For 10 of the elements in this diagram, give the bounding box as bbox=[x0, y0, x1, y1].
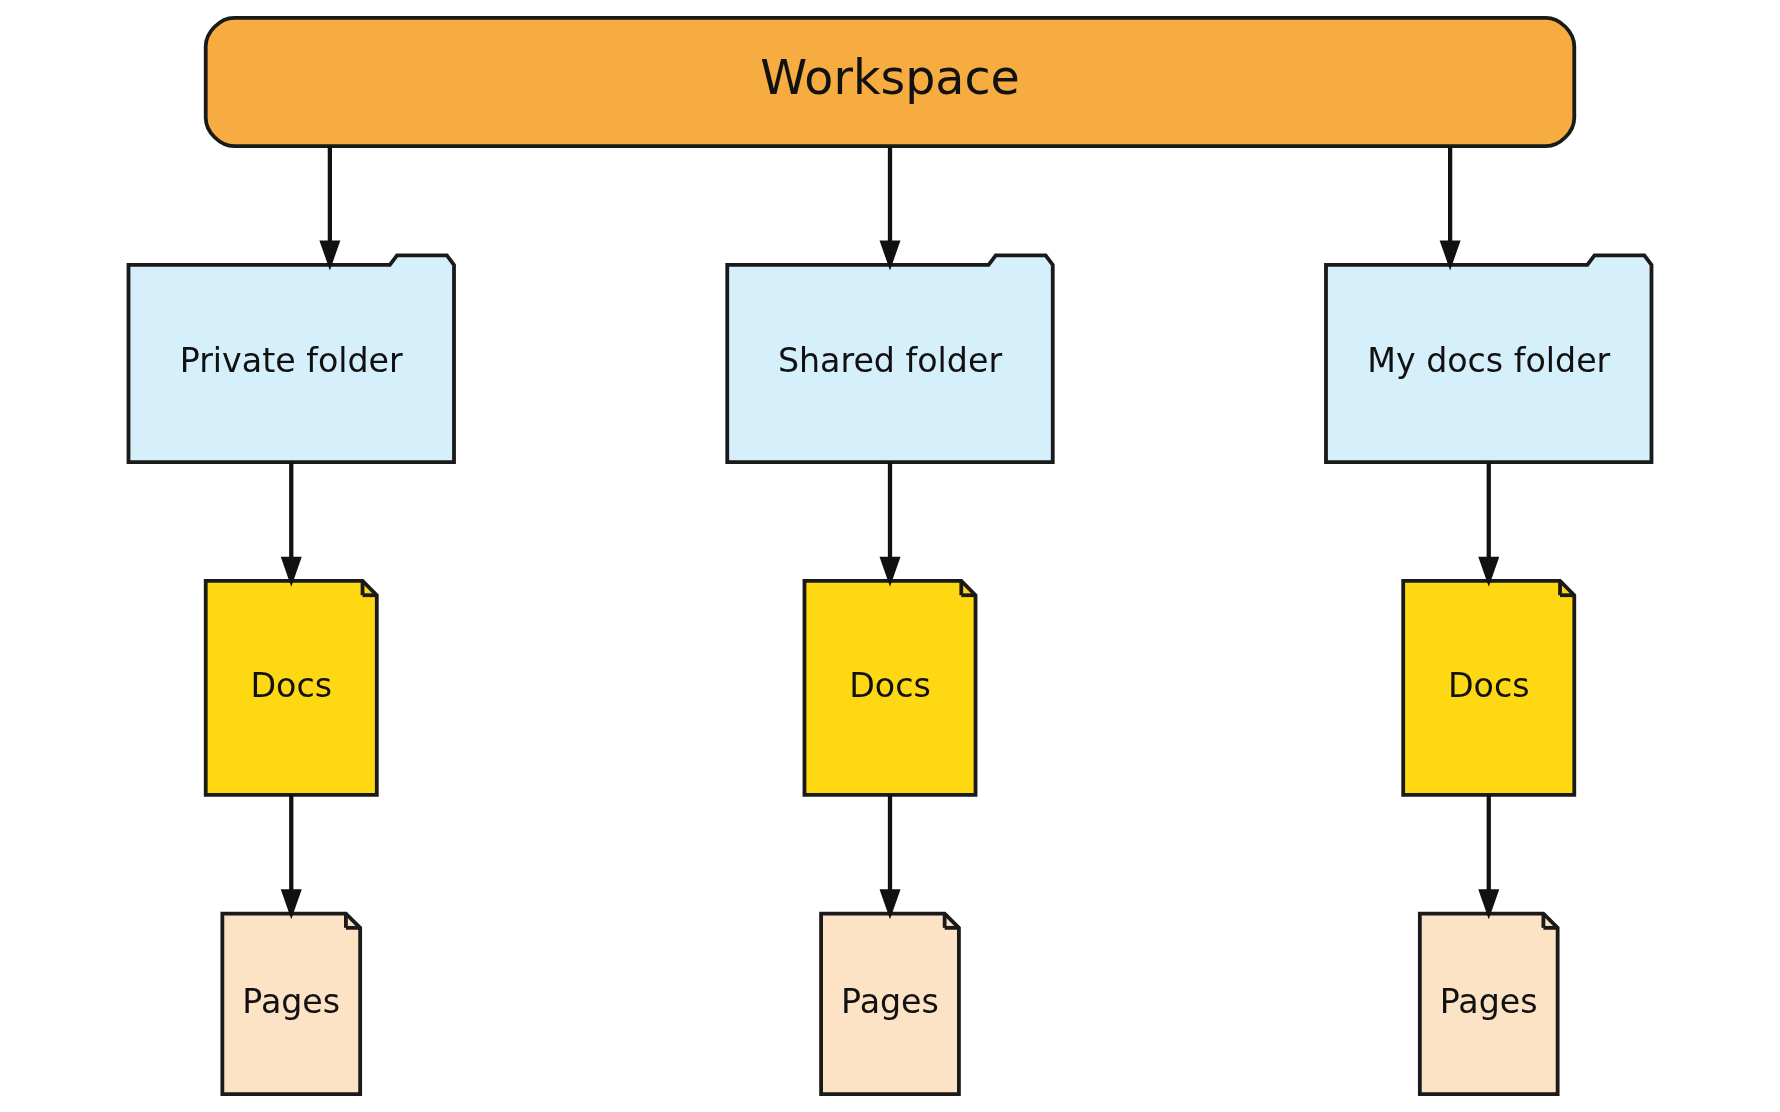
arrow bbox=[1478, 462, 1500, 587]
arrow bbox=[280, 794, 302, 920]
arrow bbox=[319, 146, 341, 271]
node-box: Workspace bbox=[203, 15, 1577, 149]
arrow bbox=[1439, 146, 1461, 271]
arrow bbox=[879, 146, 901, 271]
arrow bbox=[879, 794, 901, 920]
arrow bbox=[879, 462, 901, 587]
arrow bbox=[1478, 794, 1500, 920]
arrow bbox=[280, 462, 302, 587]
